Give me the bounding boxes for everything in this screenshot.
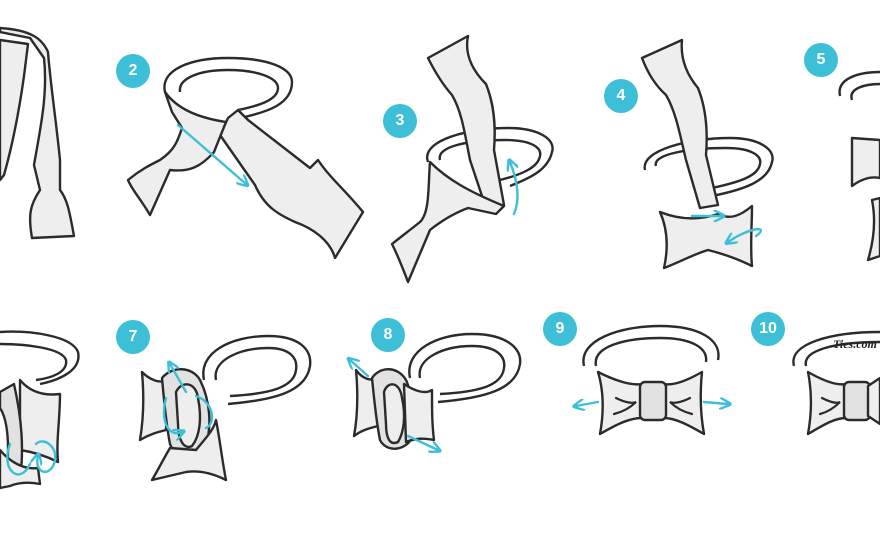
step-5-illustration [838, 70, 880, 262]
step-6-illustration [0, 330, 80, 490]
step-3-number: 3 [395, 112, 405, 129]
step-9-illustration [576, 324, 728, 436]
step-7-badge: 7 [116, 320, 150, 354]
brand-watermark: Ties.com [833, 337, 877, 351]
step-2-badge: 2 [116, 54, 150, 88]
step-8-illustration [350, 332, 522, 450]
step-8-number: 8 [383, 326, 393, 343]
step-5-number: 5 [816, 51, 826, 68]
step-4-badge: 4 [604, 79, 638, 113]
step-4-illustration [640, 38, 774, 270]
step-9-badge: 9 [543, 312, 577, 346]
step-3-illustration [390, 34, 554, 284]
step-7-number: 7 [128, 328, 138, 345]
step-2-illustration [126, 56, 365, 260]
step-9-number: 9 [555, 320, 565, 337]
step-8-badge: 8 [371, 318, 405, 352]
step-3-badge: 3 [383, 104, 417, 138]
step-5-badge: 5 [804, 43, 838, 77]
step-10-number: 10 [759, 320, 777, 337]
step-4-number: 4 [616, 87, 626, 104]
step-1-illustration [0, 26, 76, 240]
step-2-number: 2 [128, 62, 138, 79]
step-7-illustration [138, 334, 312, 482]
step-10-badge: 10 [751, 312, 785, 346]
step-10-illustration [792, 330, 880, 436]
